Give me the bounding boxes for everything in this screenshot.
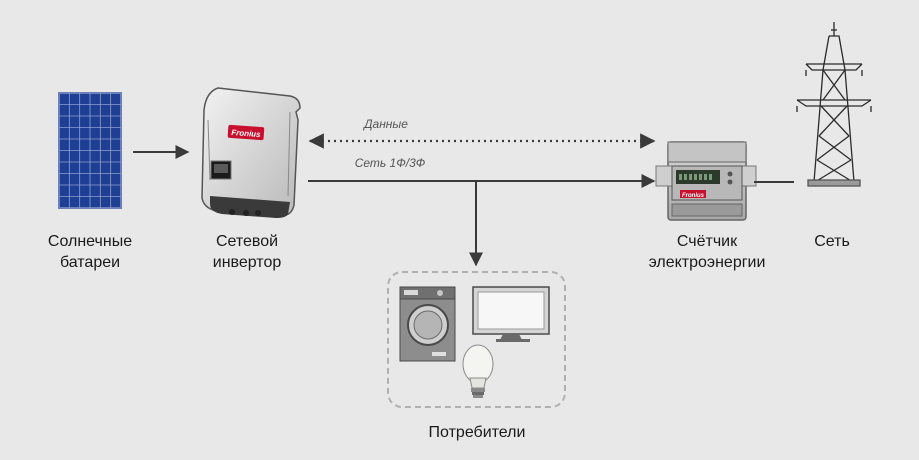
- power-line-label: Сеть 1Ф/3Ф: [355, 156, 426, 170]
- light-bulb-icon: [462, 344, 494, 398]
- energy-meter-label: Счётчик электроэнергии: [648, 233, 766, 271]
- tv-icon: [472, 286, 550, 342]
- solar-panels-label: Солнечные батареи: [47, 233, 133, 271]
- inverter-icon: Fronius: [201, 87, 301, 218]
- data-link-label: Данные: [362, 117, 408, 131]
- consumers-label: Потребители: [428, 424, 526, 441]
- washing-machine-icon: [399, 286, 456, 362]
- inverter-brand-logo: Fronius: [231, 128, 261, 139]
- energy-meter-icon: Fronius: [655, 141, 757, 221]
- consumers-group-box: [387, 271, 566, 408]
- solar-panel-icon: [58, 92, 122, 209]
- grid-label: Сеть: [814, 233, 850, 250]
- inverter-label: Сетевой инвертор: [212, 233, 282, 271]
- meter-brand-logo: Fronius: [682, 193, 705, 199]
- power-tower-icon: [796, 22, 872, 187]
